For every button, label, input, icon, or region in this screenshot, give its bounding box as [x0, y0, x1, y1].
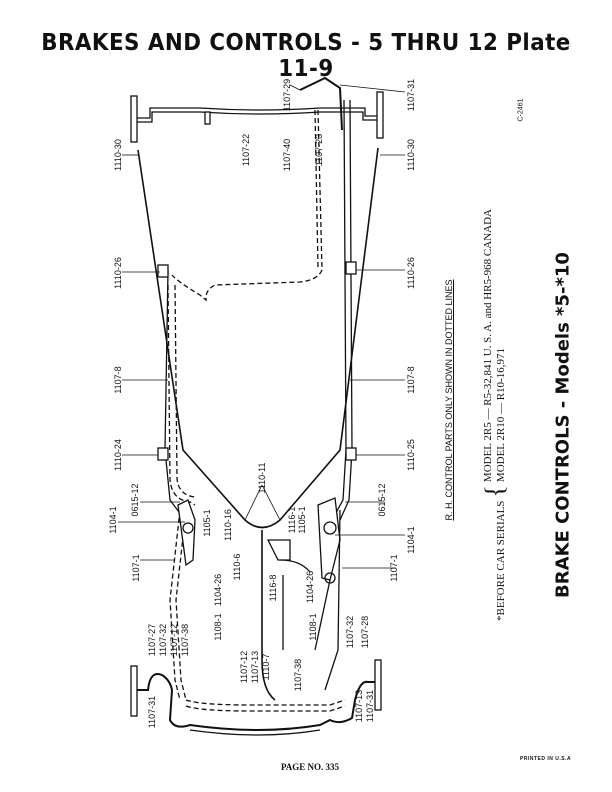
part-label: 1104-1 — [406, 526, 416, 554]
page-title: BRAKES AND CONTROLS - 5 THRU 12 Plate 11… — [41, 30, 571, 82]
part-label: 1107-31 — [365, 689, 375, 723]
part-label: 1110-26 — [406, 257, 416, 289]
leader-lines — [118, 84, 406, 569]
printed-in-usa: PRINTED IN U.S.A — [520, 756, 572, 762]
part-label: 1110-30 — [406, 139, 416, 171]
brace: { — [480, 485, 509, 498]
part-label: 1108-1 — [308, 613, 318, 641]
serial-line-2: MODEL 2R10 — R10-16,971 — [495, 348, 507, 483]
serial-lines: MODEL 2R5 — R5-32,841 U. S. A. and HR5-9… — [482, 209, 508, 482]
part-label: 1107-32 — [345, 615, 355, 649]
part-label: 1104-26 — [213, 573, 223, 607]
part-label: 1110-30 — [113, 139, 123, 171]
rear-axle — [130, 659, 382, 736]
part-label: 1107-8 — [406, 366, 416, 394]
part-label: 1107-1 — [389, 554, 399, 582]
part-label: 1110-7 — [261, 653, 271, 681]
part-label: 1110-25 — [406, 439, 416, 471]
part-label: 1107-1 — [131, 554, 141, 582]
page-number: PAGE NO. 335 — [280, 762, 340, 772]
part-label: 1110-24 — [113, 439, 123, 471]
part-label: 1105-1 — [297, 506, 307, 534]
part-label: 1107-29 — [282, 78, 292, 112]
part-label: 1110-6 — [232, 553, 242, 581]
part-label: 1107-13 — [250, 650, 260, 684]
part-label: 1104-1 — [108, 506, 118, 534]
section-title: BRAKE CONTROLS - Models *5-*10 — [552, 252, 574, 598]
part-label: 1107-31 — [147, 695, 157, 729]
part-label: 1110-16 — [223, 509, 233, 541]
part-label: 0615-12 — [130, 483, 140, 517]
part-label: 1107-40 — [282, 138, 292, 172]
part-label: 1107-38 — [293, 658, 303, 692]
part-label: 0615-12 — [377, 483, 387, 517]
pedal-assemblies — [177, 497, 341, 691]
part-label: 1107-23 — [314, 133, 324, 167]
part-label: 1105-1 — [202, 509, 212, 537]
serial-line-1: MODEL 2R5 — R5-32,841 U. S. A. and HR5-9… — [482, 209, 494, 483]
rh-dotted-note: R. H. CONTROL PARTS ONLY SHOWN IN DOTTED… — [444, 279, 454, 521]
part-label: 1107-28 — [360, 615, 370, 649]
part-label: 1104-26 — [305, 570, 315, 604]
part-label: 1107-12 — [239, 650, 249, 684]
part-label: 1107-27 — [147, 623, 157, 657]
part-label: 1107-12 — [169, 623, 179, 657]
part-label: 1107-8 — [113, 366, 123, 394]
brake-cables — [137, 147, 379, 701]
part-label: 1110-26 — [113, 257, 123, 289]
serial-note: *BEFORE CAR SERIALS { MODEL 2R5 — R5-32,… — [480, 209, 509, 621]
frame-rails — [157, 99, 357, 521]
front-axle — [130, 76, 384, 143]
part-label: 1116-1 — [287, 506, 297, 534]
serials-prefix: *BEFORE CAR SERIALS — [495, 500, 507, 621]
part-label: 1107-32 — [158, 623, 168, 657]
part-label: 1108-1 — [213, 613, 223, 641]
drawing-code: C-2461 — [517, 98, 525, 122]
part-label: 1107-31 — [406, 78, 416, 112]
part-label: 1116-8 — [268, 574, 278, 602]
rh-dotted-lines — [167, 109, 346, 712]
part-label: 1107-22 — [241, 133, 251, 167]
part-label: 1107-13 — [354, 689, 364, 723]
part-label: 1107-38 — [180, 623, 190, 657]
part-label: 1110-11 — [257, 462, 267, 494]
